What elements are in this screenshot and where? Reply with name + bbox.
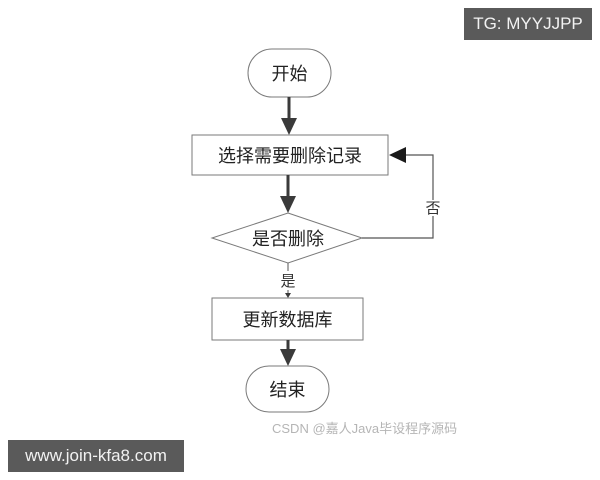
select-node-shape — [191, 134, 389, 176]
start-node-label: 开始 — [271, 64, 308, 85]
edge-decision-yes — [285, 263, 291, 298]
decision-node-label: 是否删除 — [252, 229, 324, 250]
end-node-shape — [245, 365, 330, 413]
update-node-label: 更新数据库 — [242, 310, 333, 331]
edge-start-to-select — [281, 97, 297, 135]
edge-label-yes: 是 — [280, 272, 296, 290]
top-right-badge: TG: MYYJJPP — [464, 8, 592, 40]
update-node-shape — [211, 297, 364, 341]
edge-update-to-end — [280, 340, 296, 366]
select-node-label: 选择需要删除记录 — [218, 146, 362, 167]
csdn-watermark: CSDN @嘉人Java毕设程序源码 — [272, 421, 458, 436]
edge-decision-no-loop — [362, 147, 434, 239]
edge-select-to-decision — [280, 175, 296, 213]
edge-label-no: 否 — [425, 199, 441, 217]
end-node-label: 结束 — [269, 380, 306, 401]
bottom-left-badge: www.join-kfa8.com — [8, 440, 184, 472]
